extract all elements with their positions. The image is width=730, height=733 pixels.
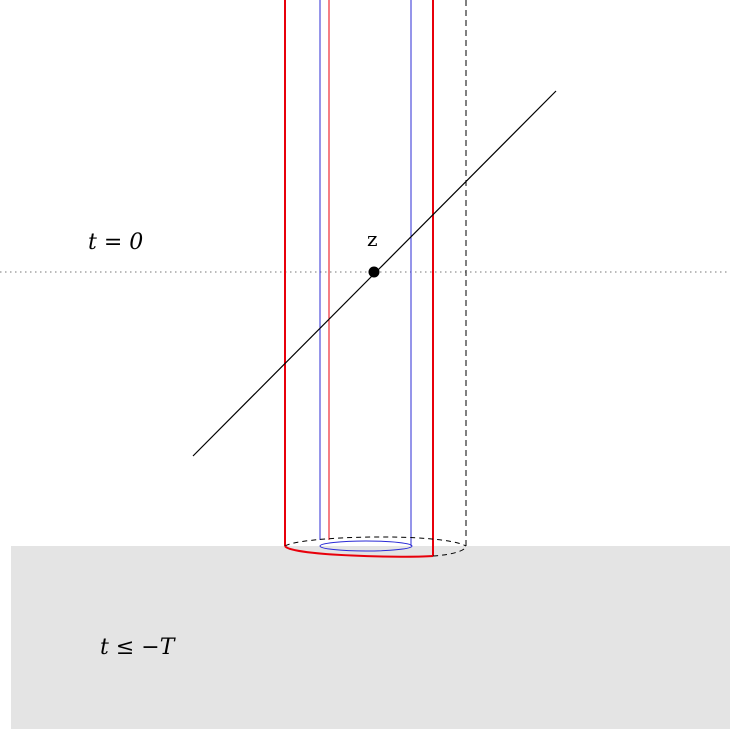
- past-region-label: t ≤ −T: [100, 635, 175, 660]
- point-z-label: z: [367, 227, 378, 251]
- outer-base-front: [284, 545, 434, 558]
- time-zero-label: t = 0: [88, 230, 144, 255]
- point-z: [368, 266, 380, 278]
- outer-base-front-dashed: [432, 545, 467, 557]
- inner-base-ellipse: [319, 540, 413, 552]
- past-region: [11, 546, 730, 729]
- outer-base-back-dashed: [284, 536, 467, 547]
